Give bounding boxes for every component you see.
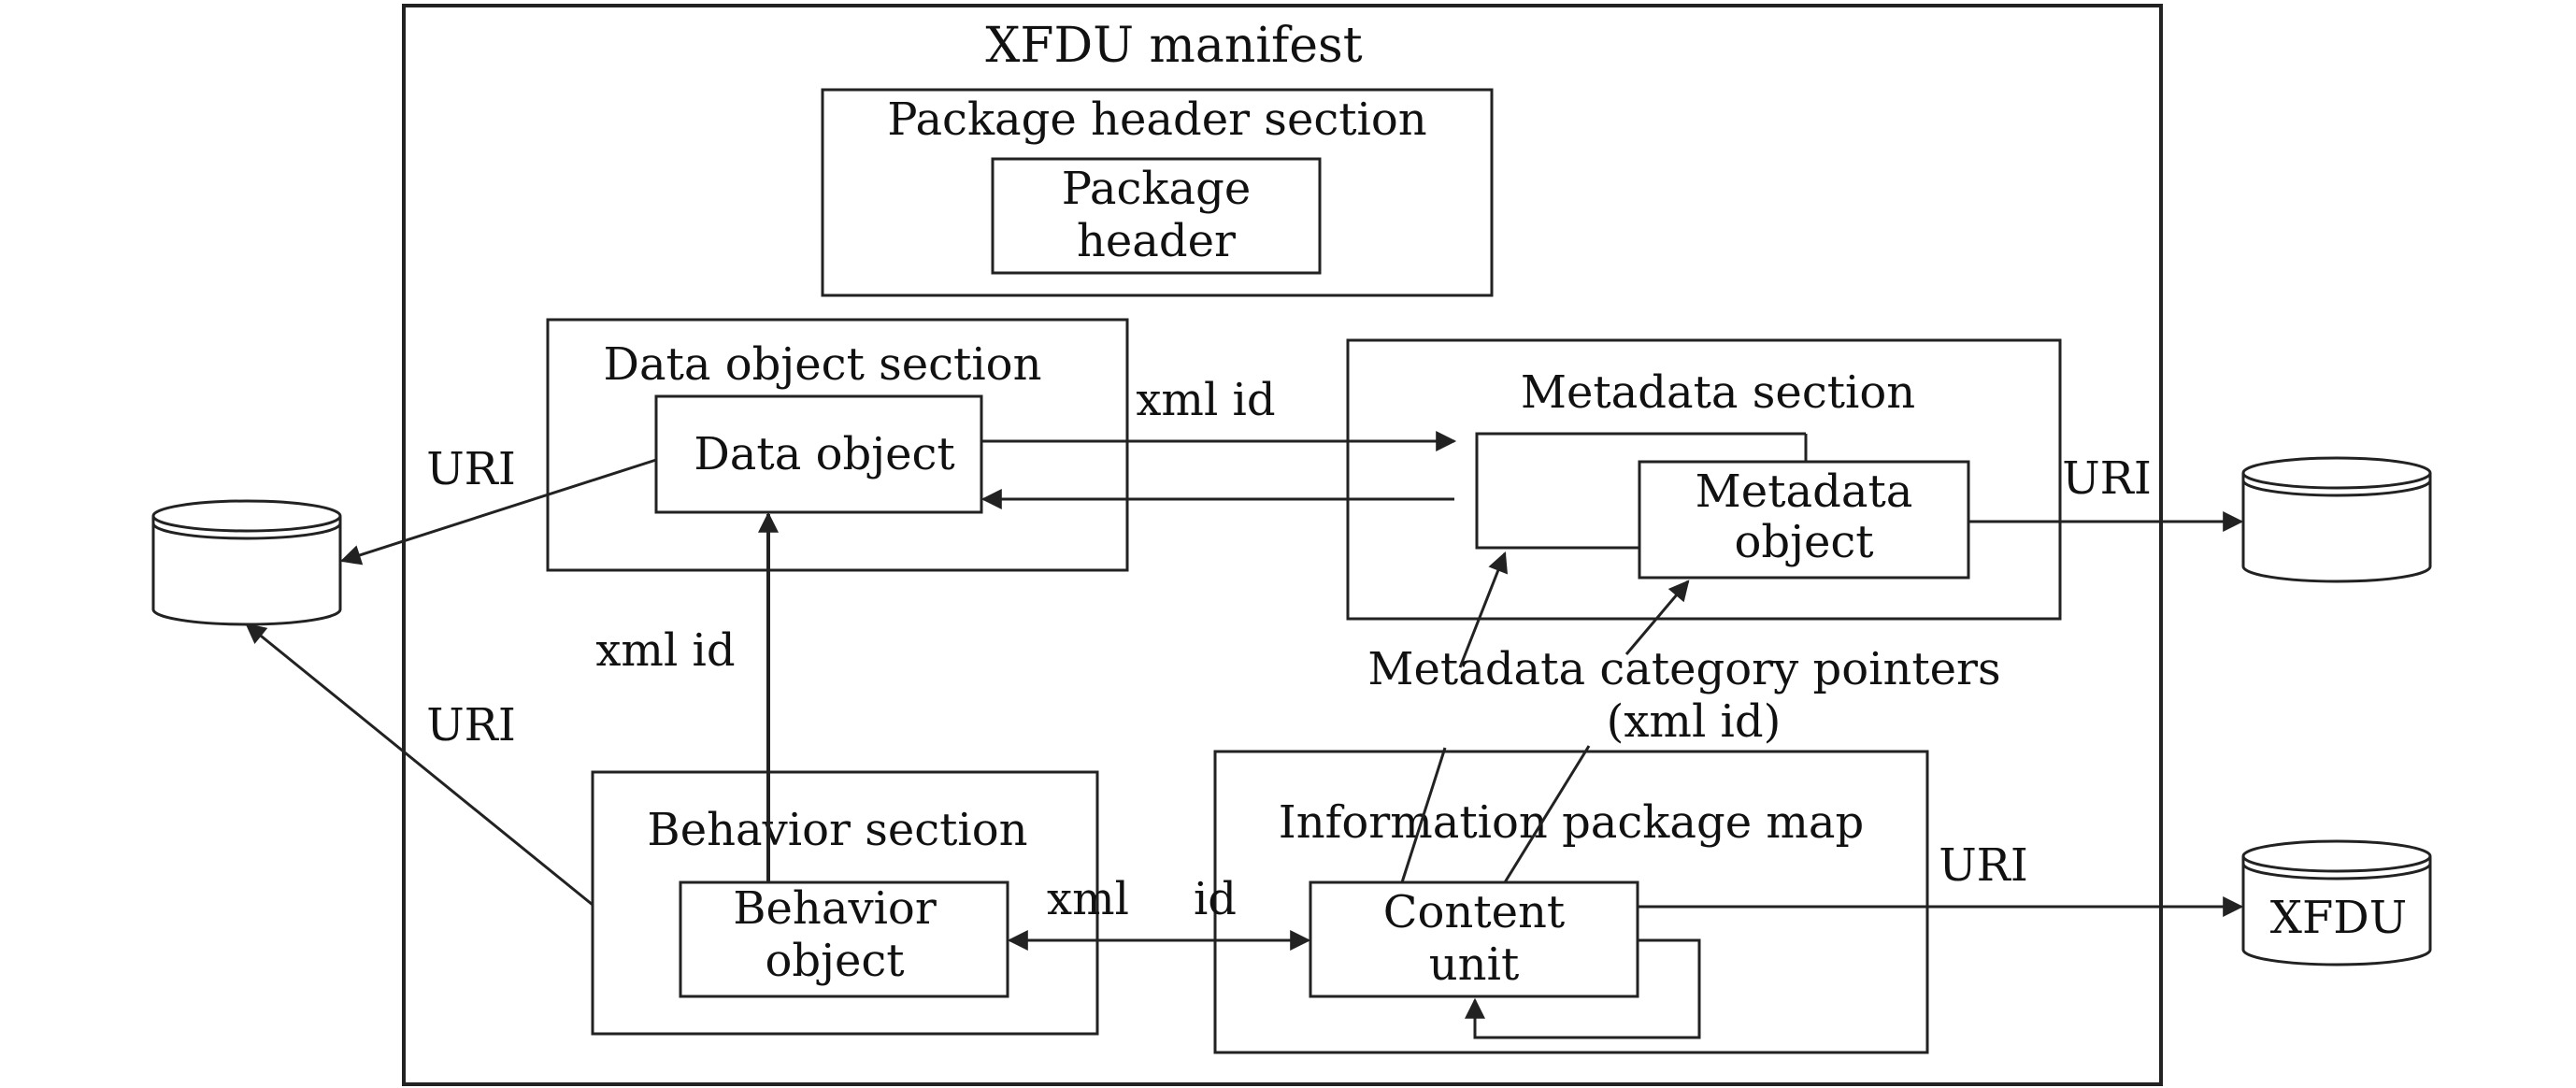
- xml-id-left-label: xml id: [595, 624, 735, 677]
- information-package-map-box: [1213, 750, 1929, 1054]
- package-header-section-title: Package header section: [887, 93, 1426, 146]
- metadata-section-box: [1346, 338, 2062, 621]
- metadata-object-line2: object: [1734, 516, 1873, 568]
- behavior-section-box: [591, 770, 1099, 1036]
- content-unit-line1: Content: [1383, 886, 1565, 938]
- metadata-pointer-arrow-1: [1458, 551, 1508, 668]
- xfdu-manifest-frame: [402, 4, 2163, 1086]
- package-header-box: [991, 157, 1322, 275]
- behavior-object-line2: object: [765, 935, 904, 987]
- content-unit-line2: unit: [1429, 938, 1519, 991]
- metadata-pointers-line1: Metadata category pointers: [1367, 643, 2000, 695]
- xfdu-cylinder-label: XFDU: [2270, 892, 2407, 944]
- xml-id-top-label: xml id: [1136, 374, 1275, 426]
- behavior-uri-arrow: [245, 623, 594, 907]
- metadata-object-line1: Metadata: [1696, 465, 1913, 518]
- uri-content-label: URI: [1939, 839, 2028, 892]
- behavior-object-line1: Behavior: [733, 882, 937, 935]
- metadata-back-box: [1475, 432, 1808, 550]
- data-object-box: [654, 394, 983, 514]
- uri-data-object-label: URI: [426, 443, 516, 495]
- package-header-section-box: [821, 88, 1494, 297]
- manifest-title: XFDU manifest: [985, 18, 1362, 74]
- uri-metadata-label: URI: [2062, 452, 2152, 505]
- metadata-pointer-line-2: [1503, 745, 1591, 883]
- xfdu-cylinder: [2241, 839, 2432, 966]
- id-bottom-label: id: [1194, 873, 1237, 925]
- package-header-line1: Package: [1062, 163, 1251, 215]
- uri-behavior-label: URI: [426, 699, 516, 752]
- metadata-storage-cylinder: [2241, 456, 2432, 583]
- metadata-pointer-arrow-2: [1624, 580, 1690, 655]
- data-object-uri-arrow: [339, 458, 657, 565]
- metadata-pointer-line-1: [1400, 747, 1447, 883]
- metadata-pointers-line2: (xml id): [1607, 695, 1782, 748]
- behavior-section-title: Behavior section: [647, 804, 1027, 856]
- left-storage-cylinder: [151, 499, 342, 626]
- metadata-object-box: [1638, 460, 1970, 580]
- data-object-section-title: Data object section: [604, 338, 1042, 391]
- data-object-section-box: [546, 318, 1129, 572]
- metadata-section-title: Metadata section: [1521, 366, 1915, 419]
- content-unit-self-loop: [1465, 938, 1701, 1039]
- data-object-label: Data object: [694, 428, 954, 480]
- package-header-line2: header: [1077, 215, 1236, 267]
- xml-bottom-label: xml: [1047, 873, 1129, 925]
- information-package-map-title: Information package map: [1279, 796, 1865, 849]
